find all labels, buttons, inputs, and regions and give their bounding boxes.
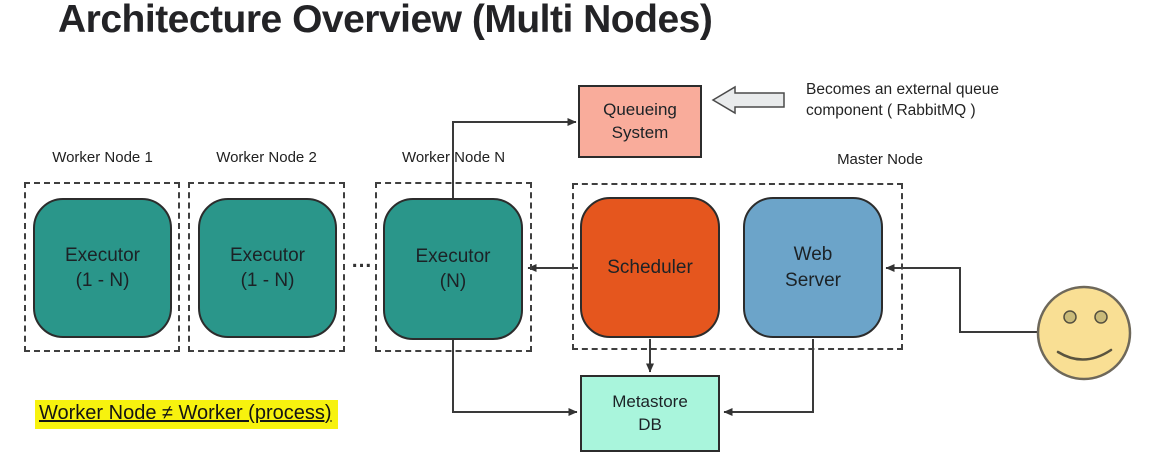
- master-node-group: [572, 183, 903, 350]
- worker-node-1-label: Worker Node 1: [52, 149, 153, 166]
- worker-node-2-group: [188, 182, 345, 352]
- web-server-label-line2: Server: [785, 269, 841, 291]
- worker-note-highlight: Worker Node ≠ Worker (process): [35, 400, 338, 429]
- metastore-db-node: Metastore DB: [580, 375, 720, 452]
- metastore-db-label-line2: DB: [638, 414, 662, 434]
- queue-annotation-line1: Becomes an external queue: [806, 81, 1000, 98]
- queueing-system-label-line1: Queueing: [603, 100, 677, 120]
- user-smiley-icon: [1036, 285, 1132, 381]
- queue-annotation: Becomes an external queue component ( Ra…: [806, 80, 999, 122]
- scheduler-label: Scheduler: [607, 256, 693, 278]
- more-workers-ellipsis: ...: [351, 249, 373, 272]
- queueing-system-node: Queueing System: [578, 85, 702, 158]
- executor-to-queue-arrow: [452, 118, 577, 198]
- smiley-right-eye: [1094, 310, 1108, 324]
- executor-1-node: Executor (1 - N): [33, 198, 172, 338]
- queueing-system-label-line2: System: [611, 122, 669, 142]
- queue-annotation-line2: component ( RabbitMQ ): [806, 101, 976, 119]
- smiley-left-eye: [1063, 310, 1077, 324]
- block-arrow-icon: [711, 85, 785, 115]
- executor-n-label-line2: (N): [439, 271, 467, 292]
- metastore-db-label-line1: Metastore: [612, 392, 688, 412]
- executor-1-label-line2: (1 - N): [75, 270, 130, 291]
- master-node-label: Master Node: [837, 151, 923, 168]
- worker-node-n-label: Worker Node N: [401, 149, 506, 166]
- web-server-node: Web Server: [743, 197, 883, 338]
- worker-node-1-group: [24, 182, 180, 352]
- executor-1-label-line1: Executor: [65, 244, 140, 266]
- worker-node-2-label: Worker Node 2: [216, 149, 317, 166]
- smiley-mouth: [1056, 348, 1113, 361]
- web-server-label-line1: Web: [793, 244, 833, 266]
- worker-node-n-group: [375, 182, 532, 352]
- executor-n-label-line1: Executor: [415, 245, 491, 267]
- user-to-webserver-arrow: [885, 264, 1038, 333]
- executor-2-label-line2: (1 - N): [240, 270, 295, 291]
- executor-n-node: Executor (N): [383, 198, 523, 340]
- webserver-to-metastore-arrow: [723, 339, 814, 416]
- page-title: Architecture Overview (Multi Nodes): [58, 0, 713, 41]
- scheduler-node: Scheduler: [580, 197, 720, 338]
- executor-2-node: Executor (1 - N): [198, 198, 337, 338]
- executor-2-label-line1: Executor: [230, 244, 305, 266]
- executor-to-metastore-arrow: [452, 340, 578, 416]
